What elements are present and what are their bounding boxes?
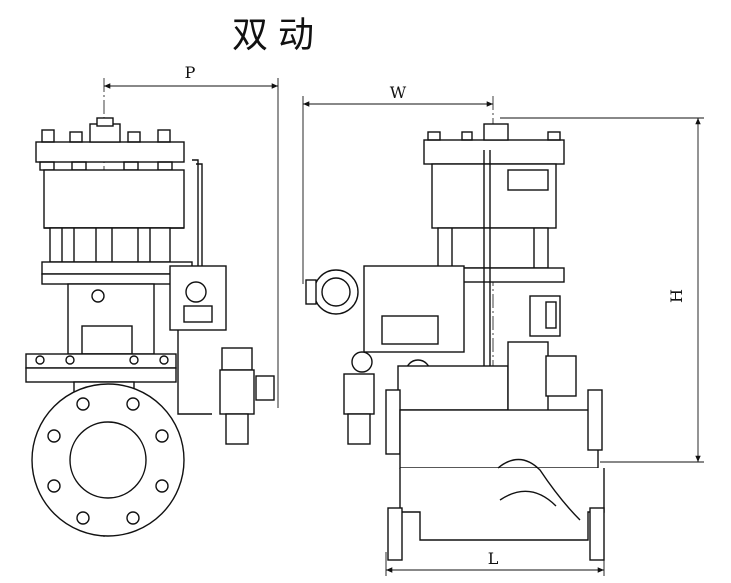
dimension-w-label: W	[390, 83, 407, 102]
dimension-l-label: L	[488, 549, 499, 568]
diagram-title: 双动	[231, 15, 324, 56]
left-view	[25, 78, 275, 540]
valve-body	[385, 389, 605, 561]
dimension-h: H	[500, 117, 704, 463]
dimension-l: L	[385, 549, 605, 576]
dimension-p: P	[104, 63, 279, 408]
right-view	[305, 96, 605, 561]
dimension-w: W	[302, 83, 493, 284]
dimension-h-label: H	[667, 289, 686, 303]
pipe-flange	[31, 383, 185, 537]
positioner	[305, 265, 465, 353]
dimension-p-label: P	[185, 63, 196, 82]
